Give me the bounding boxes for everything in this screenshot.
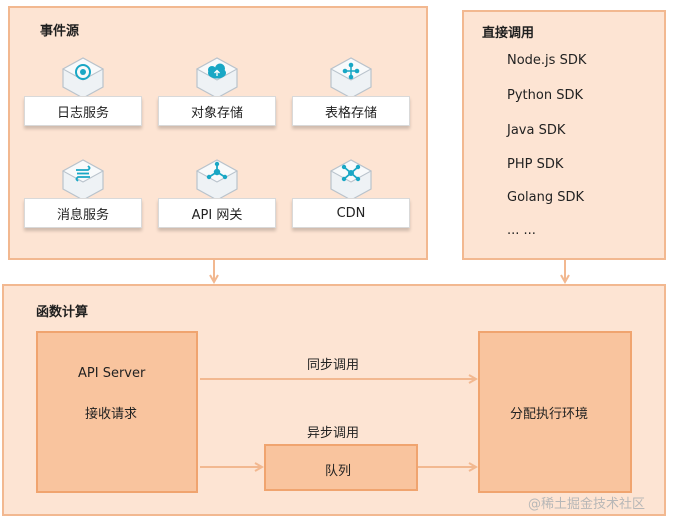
event-source-label: API 网关 xyxy=(158,198,276,228)
executor-label: 分配执行环境 xyxy=(510,407,589,422)
event-source-title: 事件源 xyxy=(40,24,80,39)
queue-box: 队列 xyxy=(264,444,418,491)
api-server-label: API Server xyxy=(78,366,146,381)
receive-request-label: 接收请求 xyxy=(85,407,138,422)
event-source-label: 表格存储 xyxy=(292,96,410,126)
sdk-item: PHP SDK xyxy=(507,157,564,172)
executor-box: 分配执行环境 xyxy=(478,331,632,493)
sdk-item: Node.js SDK xyxy=(507,53,587,68)
direct-call-title: 直接调用 xyxy=(482,26,535,41)
sdk-item: Java SDK xyxy=(507,123,566,138)
event-source-object-storage: 对象存储 xyxy=(158,56,276,136)
api-gateway-icon xyxy=(195,159,239,201)
event-source-label: CDN xyxy=(292,198,410,228)
sdk-item: ... ... xyxy=(507,223,536,238)
watermark: @稀土掘金技术社区 xyxy=(528,497,646,512)
event-source-panel: 事件源 日志服务 对象存储 xyxy=(8,6,428,260)
event-source-api-gateway: API 网关 xyxy=(158,158,276,238)
api-server-box: API Server 接收请求 xyxy=(36,331,198,493)
event-source-log-service: 日志服务 xyxy=(24,56,142,136)
event-source-label: 日志服务 xyxy=(24,96,142,126)
queue-label: 队列 xyxy=(325,464,352,479)
event-source-label: 消息服务 xyxy=(24,198,142,228)
sdk-item: Python SDK xyxy=(507,88,583,103)
event-source-label: 对象存储 xyxy=(158,96,276,126)
direct-call-panel: 直接调用 Node.js SDK Python SDK Java SDK PHP… xyxy=(462,10,666,260)
event-source-table-storage: 表格存储 xyxy=(292,56,410,136)
object-storage-icon xyxy=(195,57,239,99)
event-source-message-service: 消息服务 xyxy=(24,158,142,238)
log-service-icon xyxy=(61,57,105,99)
function-compute-title: 函数计算 xyxy=(36,305,89,320)
event-source-cdn: CDN xyxy=(292,158,410,238)
sync-call-label: 同步调用 xyxy=(307,358,360,373)
async-call-label: 异步调用 xyxy=(307,426,360,441)
message-service-icon xyxy=(61,159,105,201)
sdk-item: Golang SDK xyxy=(507,190,585,205)
